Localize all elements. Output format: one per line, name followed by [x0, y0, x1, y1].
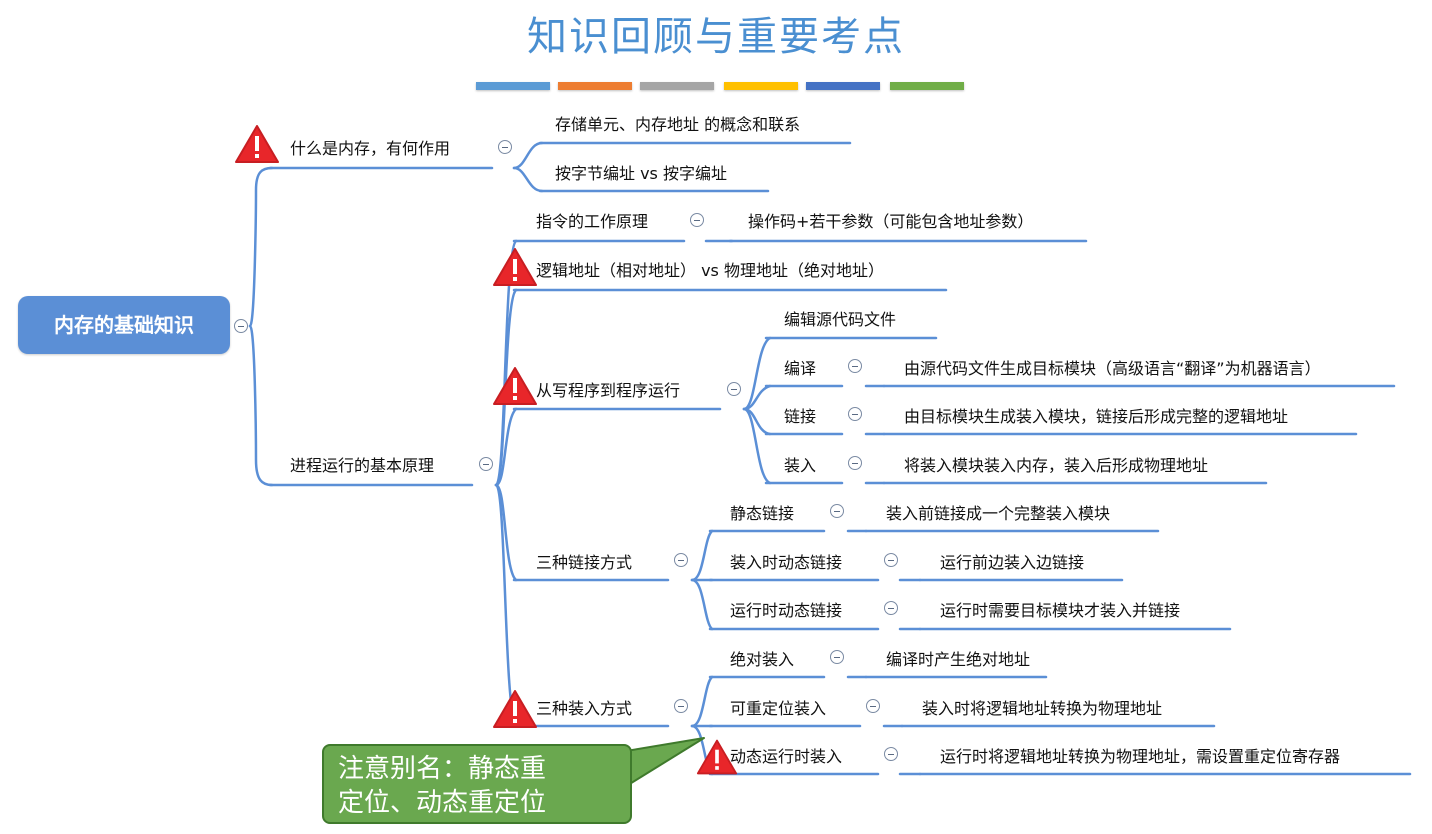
topic-logical-vs-physical[interactable]: 逻辑地址（相对地址） vs 物理地址（绝对地址） [536, 261, 884, 280]
collapse-toggle-icon[interactable] [884, 553, 898, 567]
topic-compile[interactable]: 编译 [784, 359, 817, 378]
warning-icon [235, 125, 279, 163]
page-title: 知识回顾与重要考点 [527, 14, 905, 60]
collapse-toggle-icon[interactable] [848, 407, 862, 421]
collapse-toggle-icon[interactable] [848, 359, 862, 373]
divider-swatch-blue [476, 82, 550, 90]
collapse-toggle-icon[interactable] [830, 504, 844, 518]
divider-swatch-yellow [724, 82, 798, 90]
topic-loadtime-link-detail[interactable]: 运行前边装入边链接 [940, 553, 1085, 572]
topic-edit-source[interactable]: 编辑源代码文件 [784, 310, 897, 329]
warning-icon [493, 248, 537, 286]
collapse-toggle-icon[interactable] [479, 457, 493, 471]
topic-relocatable-load[interactable]: 可重定位装入 [730, 699, 827, 718]
topic-absolute-load[interactable]: 绝对装入 [730, 650, 795, 669]
warning-icon [696, 739, 738, 775]
collapse-toggle-icon[interactable] [674, 699, 688, 713]
collapse-toggle-icon[interactable] [234, 319, 248, 333]
topic-runtime-link[interactable]: 运行时动态链接 [730, 601, 843, 620]
topic-three-linking[interactable]: 三种链接方式 [536, 553, 633, 572]
topic-absolute-load-detail[interactable]: 编译时产生绝对地址 [886, 650, 1031, 669]
topic-runtime-link-detail[interactable]: 运行时需要目标模块才装入并链接 [940, 601, 1181, 620]
collapse-toggle-icon[interactable] [674, 553, 688, 567]
topic-load-detail[interactable]: 将装入模块装入内存，装入后形成物理地址 [904, 456, 1209, 475]
divider-swatch-gray [640, 82, 714, 90]
topic-dynamic-load-detail[interactable]: 运行时将逻辑地址转换为物理地址，需设置重定位寄存器 [940, 747, 1341, 766]
collapse-toggle-icon[interactable] [690, 213, 704, 227]
topic-link-detail[interactable]: 由目标模块生成装入模块，链接后形成完整的逻辑地址 [904, 407, 1289, 426]
warning-icon [493, 367, 537, 405]
collapse-toggle-icon[interactable] [848, 456, 862, 470]
collapse-toggle-icon[interactable] [727, 382, 741, 396]
root-node[interactable]: 内存的基础知识 [18, 296, 230, 354]
topic-instruction[interactable]: 指令的工作原理 [536, 212, 649, 231]
topic-static-link[interactable]: 静态链接 [730, 504, 795, 523]
divider-swatch-orange [558, 82, 632, 90]
warning-icon [493, 690, 537, 728]
note-line-2: 定位、动态重定位 [338, 788, 547, 818]
alias-note: 注意别名：静态重 定位、动态重定位 [322, 744, 632, 824]
topic-program-to-run[interactable]: 从写程序到程序运行 [536, 381, 681, 400]
topic-link[interactable]: 链接 [784, 407, 817, 426]
note-line-1: 注意别名：静态重 [338, 754, 547, 784]
topic-process-principle[interactable]: 进程运行的基本原理 [290, 456, 435, 475]
divider-swatch-darkblue [806, 82, 880, 90]
collapse-toggle-icon[interactable] [866, 699, 880, 713]
topic-instruction-detail[interactable]: 操作码+若干参数（可能包含地址参数） [748, 212, 1034, 231]
topic-relocatable-load-detail[interactable]: 装入时将逻辑地址转换为物理地址 [922, 699, 1163, 718]
collapse-toggle-icon[interactable] [884, 601, 898, 615]
topic-dynamic-load[interactable]: 动态运行时装入 [730, 747, 843, 766]
topic-static-link-detail[interactable]: 装入前链接成一个完整装入模块 [886, 504, 1111, 523]
topic-compile-detail[interactable]: 由源代码文件生成目标模块（高级语言“翻译”为机器语言） [904, 359, 1321, 378]
collapse-toggle-icon[interactable] [498, 140, 512, 154]
topic-storage-unit[interactable]: 存储单元、内存地址 的概念和联系 [555, 115, 801, 134]
topic-addressing[interactable]: 按字节编址 vs 按字编址 [555, 164, 727, 183]
collapse-toggle-icon[interactable] [830, 650, 844, 664]
topic-load[interactable]: 装入 [784, 456, 817, 475]
topic-what-is-memory[interactable]: 什么是内存，有何作用 [290, 139, 451, 158]
divider-swatch-green [890, 82, 964, 90]
topic-three-loading[interactable]: 三种装入方式 [536, 699, 633, 718]
topic-loadtime-link[interactable]: 装入时动态链接 [730, 553, 843, 572]
collapse-toggle-icon[interactable] [884, 747, 898, 761]
